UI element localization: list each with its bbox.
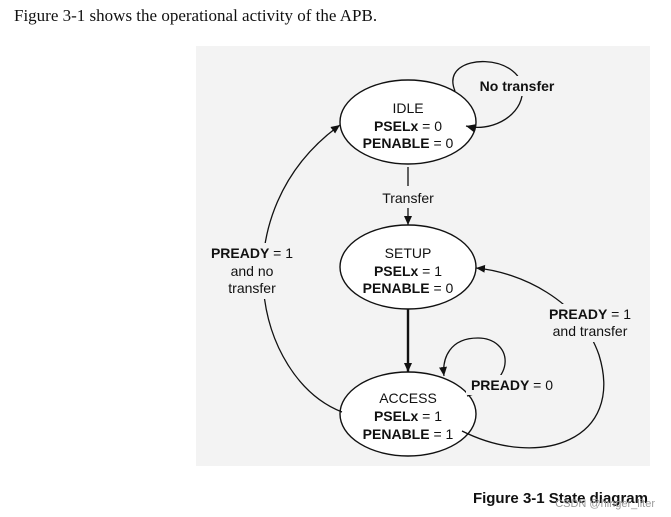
- setup-state-name: SETUP: [385, 245, 432, 261]
- no-transfer-label-bg: [474, 76, 562, 96]
- idle-psel-line: PSELx = 0: [374, 118, 442, 134]
- idle-penable-signal: PENABLE: [363, 135, 430, 151]
- access-psel-value: = 1: [418, 408, 442, 424]
- pready-transfer-signal: PREADY: [549, 306, 608, 322]
- idle-psel-value: = 0: [418, 118, 442, 134]
- idle-penable-value: = 0: [430, 135, 454, 151]
- access-psel-signal: PSELx: [374, 408, 419, 424]
- transfer-label: Transfer: [382, 190, 434, 206]
- pready-transfer-line2: and transfer: [553, 323, 628, 339]
- setup-psel-signal: PSELx: [374, 263, 419, 279]
- watermark-text: CSDN @hinger_liter: [555, 498, 655, 510]
- no-transfer-label: No transfer: [480, 78, 555, 94]
- access-penable-line: PENABLE = 1: [363, 426, 454, 442]
- figure-caption: Figure 3-1 State diagram: [472, 490, 648, 507]
- intro-text: Figure 3-1 shows the operational activit…: [14, 6, 378, 25]
- pready-transfer-value: = 1: [607, 306, 631, 322]
- access-penable-value: = 1: [430, 426, 454, 442]
- pready-no-transfer-line3: transfer: [228, 280, 276, 296]
- pready-wait-label-bg: [466, 375, 558, 395]
- access-penable-signal: PENABLE: [363, 426, 430, 442]
- idle-penable-line: PENABLE = 0: [363, 135, 454, 151]
- idle-psel-signal: PSELx: [374, 118, 419, 134]
- pready-no-transfer-signal: PREADY: [211, 245, 270, 261]
- pready-wait-signal: PREADY: [471, 377, 530, 393]
- pready-no-transfer-line2: and no: [231, 263, 274, 279]
- idle-state-name: IDLE: [392, 100, 423, 116]
- pready-wait-label: PREADY = 0: [471, 377, 553, 393]
- access-state-name: ACCESS: [379, 390, 437, 406]
- pready-wait-value: = 0: [529, 377, 553, 393]
- setup-penable-signal: PENABLE: [363, 280, 430, 296]
- setup-psel-value: = 1: [418, 263, 442, 279]
- access-to-setup-path: [461, 264, 605, 449]
- pready-no-transfer-line1: PREADY = 1: [211, 245, 293, 261]
- pready-no-transfer-value: = 1: [269, 245, 293, 261]
- pready-transfer-line1: PREADY = 1: [549, 306, 631, 322]
- access-psel-line: PSELx = 1: [374, 408, 442, 424]
- idle-state: [339, 79, 477, 165]
- pready-transfer-label-bg: [545, 304, 637, 342]
- pready-no-transfer-label-bg: [204, 243, 300, 299]
- setup-psel-line: PSELx = 1: [374, 263, 442, 279]
- setup-penable-line: PENABLE = 0: [363, 280, 454, 296]
- setup-penable-value: = 0: [430, 280, 454, 296]
